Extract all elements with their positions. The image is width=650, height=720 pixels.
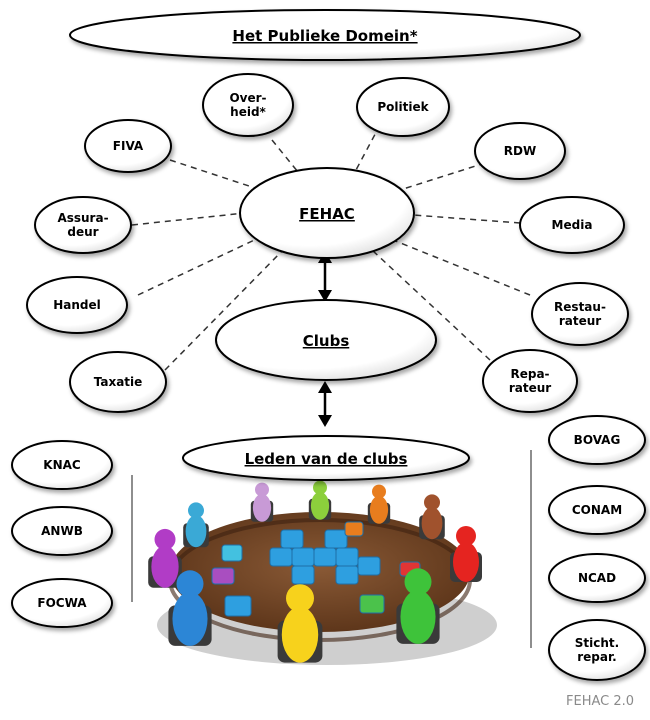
node-handel: Handel bbox=[26, 276, 128, 334]
node-media-label: Media bbox=[552, 218, 593, 232]
person-figure bbox=[183, 502, 209, 548]
node-stichtrepar: Sticht.repar. bbox=[548, 619, 646, 681]
connector-reparateur bbox=[371, 249, 491, 361]
person-figure bbox=[250, 482, 274, 522]
node-rdw-label: RDW bbox=[504, 144, 536, 158]
node-politiek: Politiek bbox=[356, 77, 450, 137]
node-conam-label: CONAM bbox=[572, 503, 622, 517]
node-stichtrepar-label: repar. bbox=[577, 650, 617, 664]
node-taxatie-label: Taxatie bbox=[94, 375, 143, 389]
node-restaurateur-label: rateur bbox=[559, 314, 601, 328]
people bbox=[148, 480, 482, 663]
node-politiek-label: Politiek bbox=[377, 100, 429, 114]
node-overheid-label: heid* bbox=[230, 105, 266, 119]
person-figure bbox=[308, 480, 332, 520]
node-anwb-label: ANWB bbox=[41, 524, 83, 538]
node-focwa-label: FOCWA bbox=[37, 596, 87, 610]
node-anwb: ANWB bbox=[11, 506, 113, 556]
connector-politiek bbox=[355, 124, 381, 171]
connector-handel bbox=[137, 234, 266, 296]
node-ncad-label: NCAD bbox=[578, 571, 616, 585]
node-assuradeur: Assura-deur bbox=[34, 196, 132, 254]
members-node bbox=[182, 435, 470, 481]
meeting-illustration bbox=[148, 480, 497, 665]
node-overheid-label: Over- bbox=[229, 91, 266, 105]
node-bovag: BOVAG bbox=[548, 415, 646, 465]
node-knac: KNAC bbox=[11, 440, 113, 490]
connector-fiva bbox=[169, 159, 256, 189]
node-restaurateur-label: Restau- bbox=[554, 300, 606, 314]
node-restaurateur: Restau-rateur bbox=[531, 282, 629, 346]
connector-rdw bbox=[399, 162, 486, 191]
person-figure bbox=[450, 526, 482, 582]
clubs-node bbox=[215, 299, 437, 381]
node-fiva: FIVA bbox=[84, 119, 172, 173]
node-reparateur: Repa-rateur bbox=[482, 349, 578, 413]
fehac-node bbox=[239, 167, 415, 259]
footer-label: FEHAC 2.0 bbox=[566, 694, 635, 709]
node-media: Media bbox=[519, 196, 625, 254]
node-assuradeur-label: deur bbox=[67, 225, 98, 239]
node-reparateur-label: rateur bbox=[509, 381, 551, 395]
node-ncad: NCAD bbox=[548, 553, 646, 603]
connectors bbox=[131, 124, 531, 371]
person-figure bbox=[148, 528, 182, 588]
person-figure bbox=[168, 570, 212, 646]
title-node bbox=[69, 9, 581, 61]
members-label: Leden van de clubs bbox=[245, 450, 408, 468]
node-reparateur-label: Repa- bbox=[510, 367, 549, 381]
node-fiva-label: FIVA bbox=[113, 139, 144, 153]
node-stichtrepar-label: Sticht. bbox=[575, 636, 619, 650]
person-figure bbox=[367, 484, 391, 524]
person-figure bbox=[396, 568, 440, 644]
node-conam: CONAM bbox=[548, 485, 646, 535]
node-taxatie: Taxatie bbox=[69, 351, 167, 413]
puzzle-pieces bbox=[211, 521, 421, 617]
node-knac-label: KNAC bbox=[43, 458, 81, 472]
connector-media bbox=[412, 214, 521, 224]
connector-overheid bbox=[271, 139, 299, 173]
person-figure bbox=[419, 494, 445, 540]
node-rdw: RDW bbox=[474, 122, 566, 180]
node-handel-label: Handel bbox=[53, 298, 101, 312]
connector-restaurateur bbox=[392, 239, 531, 296]
node-bovag-label: BOVAG bbox=[574, 433, 621, 447]
connector-assuradeur bbox=[131, 212, 246, 226]
person-figure bbox=[277, 584, 323, 663]
arrow-clubs-members bbox=[318, 381, 332, 427]
title-label: Het Publieke Domein* bbox=[232, 27, 417, 45]
fehac-label: FEHAC bbox=[299, 205, 355, 223]
clubs-label: Clubs bbox=[303, 332, 350, 350]
node-focwa: FOCWA bbox=[11, 578, 113, 628]
node-assuradeur-label: Assura- bbox=[57, 211, 108, 225]
node-overheid: Over-heid* bbox=[202, 73, 294, 137]
